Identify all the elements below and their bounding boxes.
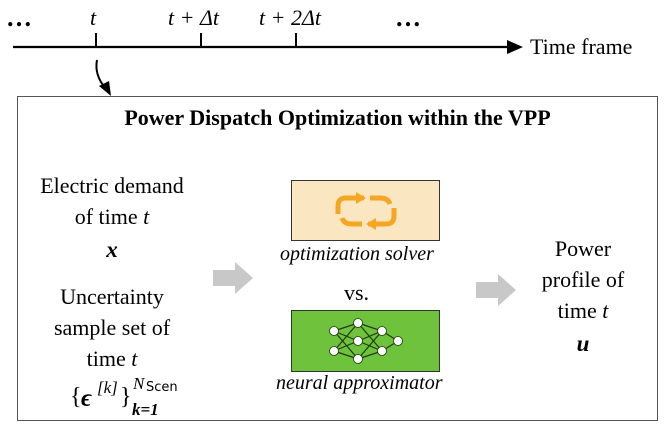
set-sup-n: N bbox=[133, 374, 145, 393]
timeline-graphics bbox=[13, 33, 523, 96]
neural-network-icon bbox=[329, 318, 403, 364]
demand-line2: of time t bbox=[74, 204, 150, 229]
time-frame-label: Time frame bbox=[530, 34, 633, 59]
cycle-arrows-icon bbox=[335, 192, 397, 230]
timeline-dots-right: … bbox=[395, 3, 422, 32]
demand-symbol-x: x bbox=[106, 237, 118, 262]
electric-demand-label: Electric demand of time t x bbox=[22, 170, 202, 265]
set-sup-k: [k] bbox=[97, 378, 118, 397]
set-sup-scen: Scen bbox=[146, 380, 178, 395]
timeline-label-t-2dt: t + 2Δt bbox=[259, 5, 321, 30]
optimization-solver-box bbox=[291, 180, 440, 241]
uncertainty-set-notation: { ϵ [k] } N Scen k=1 bbox=[70, 374, 210, 422]
set-sub-k1: k=1 bbox=[132, 400, 159, 419]
timeline-dots-left: … bbox=[6, 3, 33, 32]
curved-arrow-head bbox=[99, 81, 111, 96]
neural-approximator-box bbox=[291, 310, 440, 372]
versus-label: vs. bbox=[344, 280, 370, 305]
power-line3: time t bbox=[557, 298, 609, 323]
solver-caption: optimization solver bbox=[280, 243, 434, 265]
neural-caption: neural approximator bbox=[276, 372, 443, 394]
uncert-line2: sample set of bbox=[53, 315, 171, 340]
timeline-label-t: t bbox=[90, 5, 97, 30]
timeline-label-t-dt: t + Δt bbox=[168, 5, 219, 30]
time-axis-arrowhead bbox=[507, 40, 523, 54]
gray-arrow-icon bbox=[213, 262, 253, 294]
set-close-brace: } bbox=[120, 384, 132, 410]
vpp-dispatch-box: Power Dispatch Optimization within the V… bbox=[17, 96, 658, 421]
uncert-line1: Uncertainty bbox=[60, 284, 164, 309]
set-open-brace: { bbox=[70, 384, 82, 410]
uncertainty-sample-label: Uncertainty sample set of time t bbox=[22, 281, 202, 374]
box-title: Power Dispatch Optimization within the V… bbox=[124, 105, 551, 130]
demand-line1: Electric demand bbox=[40, 173, 184, 198]
power-symbol-u: u bbox=[576, 331, 590, 356]
set-epsilon: ϵ bbox=[81, 385, 92, 412]
power-line1: Power bbox=[554, 236, 612, 261]
gray-arrow-icon bbox=[476, 274, 516, 306]
uncert-line3: time t bbox=[86, 346, 138, 371]
power-profile-label: Power profile of time t u bbox=[528, 233, 638, 359]
power-line2: profile of bbox=[541, 267, 625, 292]
